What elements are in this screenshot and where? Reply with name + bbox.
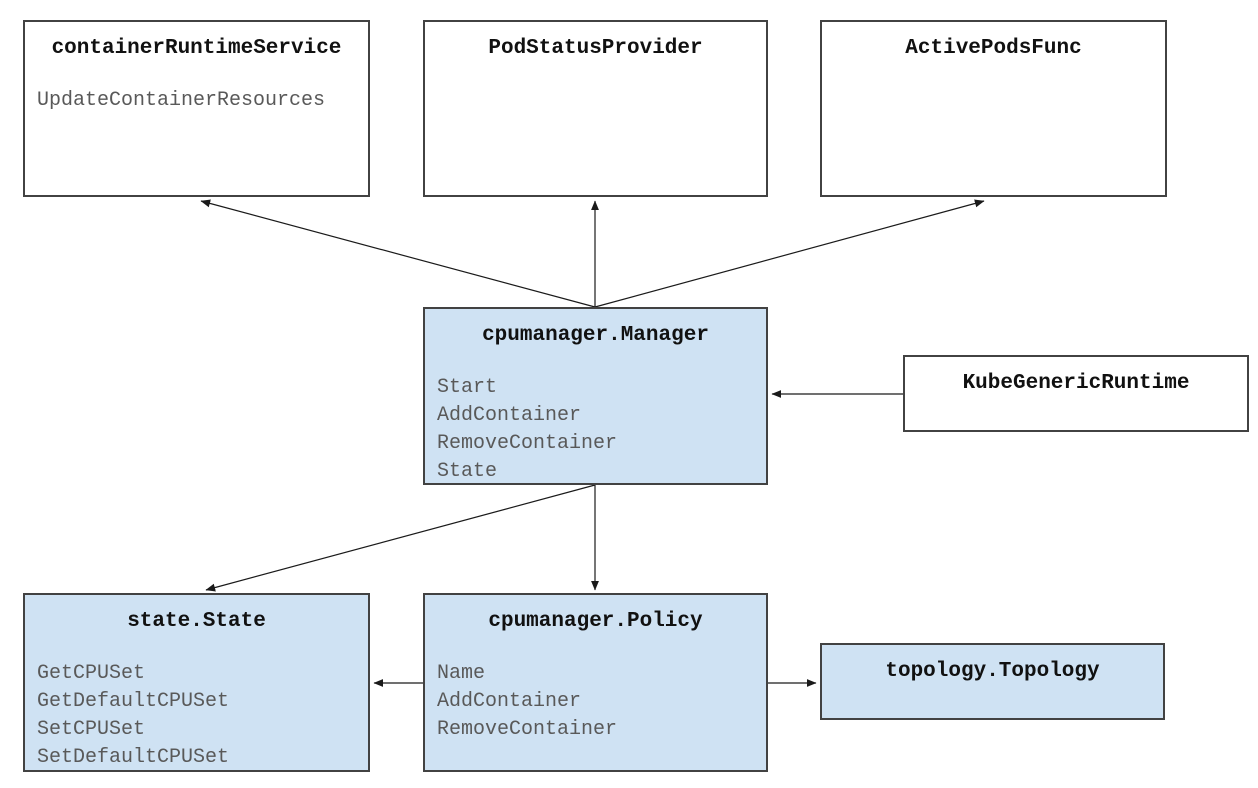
- node-methods: Start AddContainer RemoveContainer State: [437, 374, 754, 486]
- node-methods: GetCPUSet GetDefaultCPUSet SetCPUSet Set…: [37, 660, 356, 772]
- node-title: containerRuntimeService: [51, 37, 342, 60]
- node-container-runtime-service: containerRuntimeService UpdateContainerR…: [23, 20, 370, 197]
- arrow-manager-to-container-runtime-service: [200, 199, 596, 308]
- node-methods: Name AddContainer RemoveContainer: [437, 660, 754, 744]
- node-title: PodStatusProvider: [488, 37, 703, 60]
- node-title: cpumanager.Policy: [488, 610, 703, 633]
- node-title: state.State: [127, 610, 266, 633]
- method: AddContainer: [437, 690, 582, 713]
- method: UpdateContainerResources: [37, 89, 326, 112]
- method: GetCPUSet: [37, 662, 146, 685]
- node-topology-topology: topology.Topology: [820, 643, 1165, 720]
- arrow-manager-to-active-pods-func: [594, 199, 985, 308]
- node-state-state: state.State GetCPUSet GetDefaultCPUSet S…: [23, 593, 370, 772]
- method: Start: [437, 376, 498, 399]
- node-cpumanager-policy: cpumanager.Policy Name AddContainer Remo…: [423, 593, 768, 772]
- node-title: KubeGenericRuntime: [962, 372, 1190, 395]
- node-pod-status-provider: PodStatusProvider: [423, 20, 768, 197]
- method: SetCPUSet: [37, 718, 146, 741]
- method: Name: [437, 662, 486, 685]
- method: RemoveContainer: [437, 432, 618, 455]
- node-active-pods-func: ActivePodsFunc: [820, 20, 1167, 197]
- node-title: ActivePodsFunc: [905, 37, 1082, 60]
- node-title: cpumanager.Manager: [482, 324, 709, 347]
- node-methods: UpdateContainerResources: [37, 87, 356, 115]
- method: AddContainer: [437, 404, 582, 427]
- node-cpumanager-manager: cpumanager.Manager Start AddContainer Re…: [423, 307, 768, 485]
- node-kube-generic-runtime: KubeGenericRuntime: [903, 355, 1249, 432]
- method: SetDefaultCPUSet: [37, 746, 230, 769]
- method: GetDefaultCPUSet: [37, 690, 230, 713]
- method: RemoveContainer: [437, 718, 618, 741]
- node-title: topology.Topology: [885, 660, 1100, 683]
- method: State: [437, 460, 498, 483]
- arrow-manager-to-state-state: [205, 484, 596, 592]
